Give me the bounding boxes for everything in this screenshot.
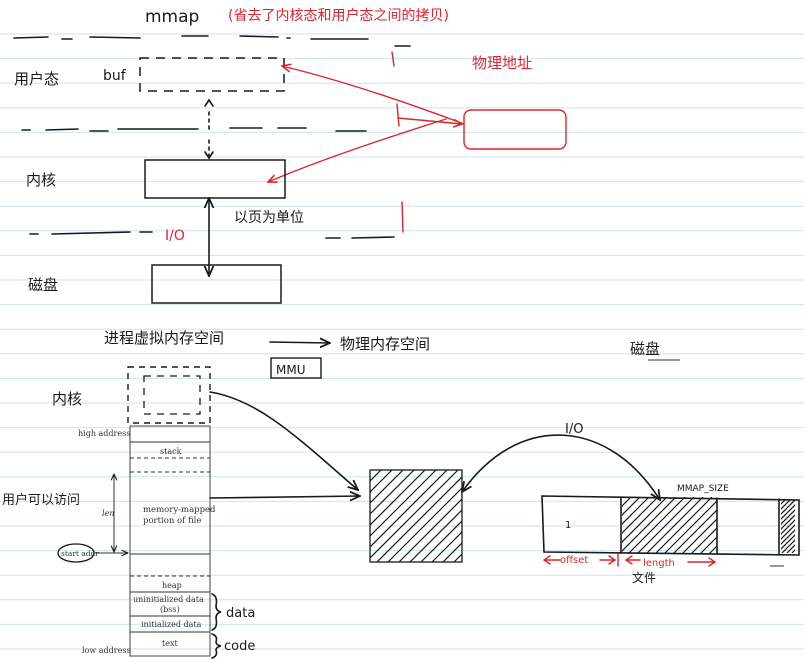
- arrow-phys-to-buf: [282, 66, 465, 125]
- label-high-address: high address: [78, 429, 130, 438]
- label-io-bottom: I/O: [565, 422, 583, 437]
- data-brace: [211, 593, 222, 631]
- kernel-buffer-dashed: [143, 375, 201, 415]
- dotted-down-head: [204, 151, 214, 160]
- label-bss-2: (bss): [160, 605, 180, 614]
- label-len: len: [102, 509, 114, 518]
- label-io-top: I/O: [165, 228, 185, 244]
- label-virtual-space: 进程虚拟内存空间: [104, 329, 224, 347]
- disk-box: [151, 264, 282, 304]
- title-note: (省去了内核态和用户态之间的拷贝): [228, 7, 449, 24]
- length-arrow-right: [687, 557, 717, 567]
- dotted-up-head: [204, 98, 214, 107]
- code-brace: [211, 633, 222, 659]
- physical-memory-box: [463, 109, 567, 150]
- label-kernel: 内核: [26, 171, 56, 189]
- label-init-data: initialized data: [141, 620, 202, 629]
- notebook-lines: [0, 33, 804, 650]
- arrow-virtual-to-physical: [269, 342, 330, 343]
- label-kernel-bottom: 内核: [52, 390, 82, 408]
- label-user-mode: 用户态: [14, 70, 59, 88]
- boundary-line-kernel-disk: [29, 231, 395, 239]
- file-strip: [541, 495, 800, 556]
- label-one: 1: [565, 520, 571, 531]
- offset-arrow-left: [542, 555, 561, 565]
- label-heap: heap: [162, 581, 182, 590]
- label-physical-space: 物理内存空间: [340, 335, 430, 353]
- arrow-to-phys-box: [397, 117, 462, 124]
- boundary-line-top: [13, 35, 411, 67]
- arrow-mapped-to-phys: [209, 496, 360, 498]
- label-low-address: low address: [82, 646, 131, 655]
- label-data: data: [226, 606, 255, 621]
- label-file: 文件: [632, 570, 656, 585]
- red-tick-low: [401, 201, 404, 233]
- label-disk-top: 磁盘: [28, 276, 58, 294]
- buf-box: [139, 57, 285, 92]
- label-stack: stack: [160, 447, 182, 456]
- label-code: code: [224, 639, 255, 654]
- arrow-kernel-to-phys: [209, 391, 358, 490]
- length-arrow-left: [624, 555, 641, 565]
- arrow-io-arc: [462, 434, 660, 500]
- label-start-addr: start addr: [61, 549, 99, 558]
- boundary-line-user-kernel: [21, 127, 367, 132]
- arrow-phys-to-kernel: [268, 118, 447, 182]
- offset-arrow-right: [599, 555, 617, 565]
- kernel-box: [144, 159, 286, 199]
- label-disk-middle: 磁盘: [630, 340, 660, 358]
- file-length-hatch: [622, 497, 717, 554]
- red-tick-mid: [396, 103, 400, 127]
- memory-layout: [129, 425, 211, 657]
- label-page-unit: 以页为单位: [234, 210, 304, 226]
- label-mapped-2: portion of file: [143, 516, 201, 526]
- kernel-region-dashed: [127, 366, 211, 424]
- label-physical-address: 物理地址: [472, 54, 532, 72]
- label-mmu: MMU: [276, 363, 306, 377]
- label-mapped-1: memory-mapped: [143, 505, 216, 515]
- label-user-visible: 用户可以访问: [2, 492, 80, 508]
- physical-page-box: [369, 469, 463, 563]
- title-mmap: mmap: [145, 7, 199, 27]
- physical-page-hatch: [370, 470, 462, 562]
- mmu-box: [270, 357, 322, 379]
- label-text: text: [162, 639, 178, 648]
- label-buf: buf: [103, 68, 127, 84]
- label-bss-1: uninitialized data: [133, 595, 204, 604]
- label-length: length: [643, 558, 675, 569]
- label-offset: offset: [560, 555, 588, 566]
- file-end-hatch: [781, 499, 795, 553]
- label-mmap-size: MMAP_SIZE: [677, 484, 729, 494]
